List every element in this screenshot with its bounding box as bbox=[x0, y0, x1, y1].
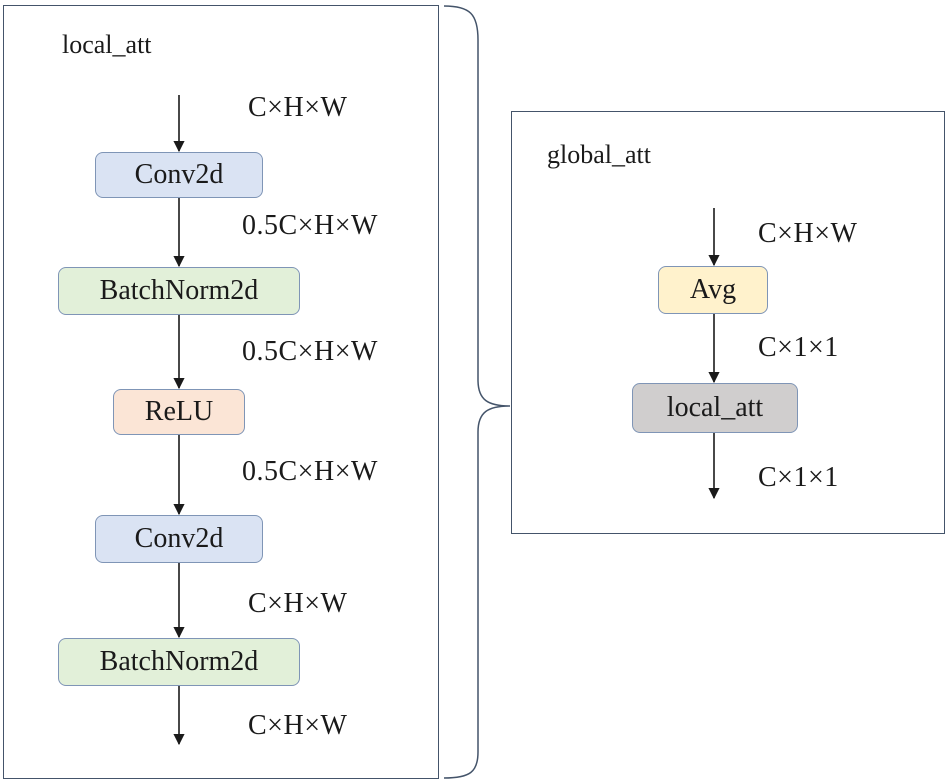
dim-label-local-3: 0.5C×H×W bbox=[242, 456, 378, 487]
dim-label-local-1: 0.5C×H×W bbox=[242, 210, 378, 241]
dim-label-global-2: C×1×1 bbox=[758, 462, 839, 493]
avg-node: Avg bbox=[658, 266, 768, 314]
local-att-title: local_att bbox=[62, 30, 152, 59]
dim-label-global-1: C×1×1 bbox=[758, 332, 839, 363]
dim-label-local-4: C×H×W bbox=[248, 588, 348, 619]
global-att-panel bbox=[511, 111, 945, 534]
curly-brace bbox=[443, 5, 511, 779]
local-att-node: local_att bbox=[632, 383, 798, 433]
dim-label-local-2: 0.5C×H×W bbox=[242, 336, 378, 367]
batchnorm2d-node-1: BatchNorm2d bbox=[58, 267, 300, 315]
conv2d-node-2: Conv2d bbox=[95, 515, 263, 563]
dim-label-local-0: C×H×W bbox=[248, 92, 348, 123]
relu-node: ReLU bbox=[113, 389, 245, 435]
local-att-panel bbox=[3, 5, 439, 779]
dim-label-local-5: C×H×W bbox=[248, 710, 348, 741]
conv2d-node-1: Conv2d bbox=[95, 152, 263, 198]
global-att-title: global_att bbox=[547, 140, 651, 169]
batchnorm2d-node-2: BatchNorm2d bbox=[58, 638, 300, 686]
dim-label-global-0: C×H×W bbox=[758, 218, 858, 249]
